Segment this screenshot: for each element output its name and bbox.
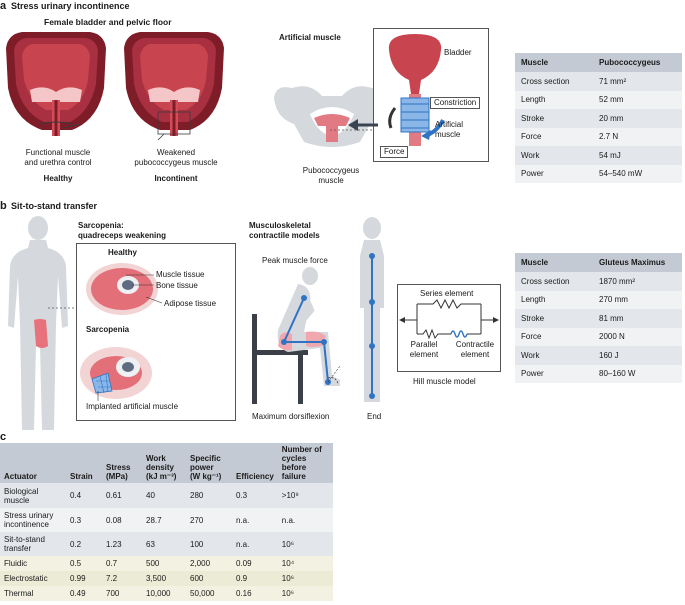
muscle-tissue-label: Muscle tissue <box>156 270 205 279</box>
healthy-pelvis-illustration <box>6 32 106 136</box>
series-element-label: Series element <box>420 289 474 298</box>
header-stress: Stress (MPa) <box>102 443 142 483</box>
header-actuator: Actuator <box>0 443 66 483</box>
parallel-element-label: Parallel element <box>409 340 439 359</box>
artificial-arrow <box>348 119 378 131</box>
header-pubococcygeus: Pubococcygeus <box>593 53 682 72</box>
header-muscle: Muscle <box>515 53 593 72</box>
incontinent-caption: Incontinent <box>154 174 198 183</box>
panel-b-title: Sit-to-stand transfer <box>11 201 98 211</box>
table-header-row: Muscle Pubococcygeus <box>515 53 682 72</box>
panel-b-letter: b <box>0 200 7 212</box>
end-label: End <box>367 412 382 421</box>
constriction-label: Constriction <box>430 97 481 109</box>
standing-skeleton-illustration <box>360 217 384 402</box>
contractile-element-label: Contractile element <box>455 340 495 359</box>
pelvic-floor-subtitle: Female bladder and pelvic floor <box>44 17 172 27</box>
table-row: Sit-to-stand transfer 0.2 1.23 63 100 n.… <box>0 532 333 556</box>
hill-model-label: Hill muscle model <box>413 377 476 386</box>
incontinent-pelvis-illustration <box>124 32 224 141</box>
peak-force-label: Peak muscle force <box>262 256 328 265</box>
adipose-tissue-label: Adipose tissue <box>164 299 217 308</box>
panel-a-letter: a <box>0 0 7 12</box>
bladder-constriction-box <box>373 28 489 162</box>
hill-model-diagram <box>397 284 501 372</box>
musculoskeletal-title: Musculoskeletal contractile models <box>249 221 320 240</box>
header-muscle: Muscle <box>515 253 593 272</box>
bladder-label: Bladder <box>444 48 472 57</box>
max-dorsiflexion-label: Maximum dorsiflexion <box>252 412 330 421</box>
panel-c-letter: c <box>0 431 7 443</box>
table-row: Thermal 0.49 700 10,000 50,000 0.16 10⁶ <box>0 586 333 601</box>
table-row: Electrostatic 0.99 7.2 3,500 600 0.9 10⁶ <box>0 571 333 586</box>
implanted-label: Implanted artificial muscle <box>86 402 179 411</box>
table-header-row: Actuator Strain Stress (MPa) Work densit… <box>0 443 333 483</box>
artificial-muscle-label: Artificial muscle <box>435 120 464 139</box>
pelvic-bone-illustration <box>274 86 390 147</box>
header-work-density: Work density (kJ m⁻³) <box>142 443 186 483</box>
header-efficiency: Efficiency <box>232 443 278 483</box>
sarcopenia-title: Sarcopenia: quadreceps weakening <box>78 221 167 240</box>
standing-figure-silhouette <box>8 216 68 430</box>
table-header-row: Muscle Gluteus Maximus <box>515 253 682 272</box>
sarcopenia-label: Sarcopenia <box>86 325 130 334</box>
pubococcygeus-label: Pubococcygeus muscle <box>302 166 360 185</box>
table-row: Biological muscle 0.4 0.61 40 280 0.3 >1… <box>0 483 333 508</box>
artificial-muscle-title: Artificial muscle <box>279 33 341 42</box>
functional-muscle-label: Functional muscle and urethra control <box>24 148 92 167</box>
header-cycles: Number of cycles before failure <box>277 443 333 483</box>
healthy-label: Healthy <box>108 248 137 257</box>
sitting-figure-illustration <box>252 267 341 404</box>
force-label: Force <box>380 146 409 158</box>
healthy-caption: Healthy <box>43 174 73 183</box>
actuator-comparison-table: Actuator Strain Stress (MPa) Work densit… <box>0 443 333 601</box>
panel-a-title: Stress urinary incontinence <box>11 1 130 11</box>
table-row: Stress urinary incontinence 0.3 0.08 28.… <box>0 508 333 532</box>
pointer-line <box>330 129 380 131</box>
header-specific-power: Specific power (W kg⁻¹) <box>186 443 232 483</box>
thigh-cross-section-box <box>76 243 236 421</box>
bone-tissue-label: Bone tissue <box>156 281 198 290</box>
weakened-muscle-label: Weakened pubococcygeus muscle <box>134 148 218 167</box>
header-gluteus: Gluteus Maximus <box>593 253 682 272</box>
table-row: Fluidic 0.5 0.7 500 2,000 0.09 10⁴ <box>0 556 333 571</box>
header-strain: Strain <box>66 443 102 483</box>
